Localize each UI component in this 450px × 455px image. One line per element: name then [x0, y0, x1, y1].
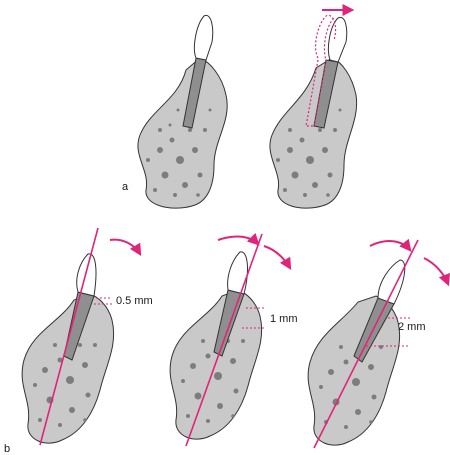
tooth-crown — [227, 251, 248, 295]
panel-label-b: b — [4, 443, 10, 455]
rotation-axis — [39, 227, 99, 446]
rotation-arrow-icon — [109, 238, 142, 257]
panel-b-tooth-1: 0.5 mm — [21, 227, 153, 446]
panel-label-a: a — [122, 181, 129, 193]
rotation-axis — [313, 239, 419, 449]
bone-pores — [146, 108, 212, 197]
rotation-arrow-icon — [423, 257, 450, 287]
rotation-arrow-icon — [263, 245, 292, 271]
panel-b-tooth-2: 1 mm — [169, 232, 298, 447]
original-crown-outline — [314, 14, 337, 59]
tooth-crown-moved — [327, 16, 348, 63]
bone-pores — [276, 108, 342, 197]
rotation-arrow-icon — [217, 232, 260, 246]
panel-a-tooth-original — [137, 14, 228, 209]
rotation-arrow-icon — [369, 238, 412, 252]
alveolar-bone — [269, 57, 358, 209]
measurement-label: 1 mm — [270, 313, 298, 325]
original-position-outline — [305, 17, 335, 127]
panel-b-tooth-3: 2 mm — [307, 238, 450, 449]
bone-pores — [181, 339, 245, 423]
measurement-label: 2 mm — [398, 321, 426, 333]
alveolar-bone — [137, 57, 228, 209]
rotation-axis — [185, 233, 263, 447]
measurement-label: 0.5 mm — [116, 295, 153, 307]
tooth-crown — [377, 259, 406, 305]
alveolar-bone — [21, 293, 115, 444]
panel-a-tooth-translated — [269, 4, 358, 209]
tooth-crown — [76, 253, 97, 297]
tooth-crown — [193, 14, 214, 61]
